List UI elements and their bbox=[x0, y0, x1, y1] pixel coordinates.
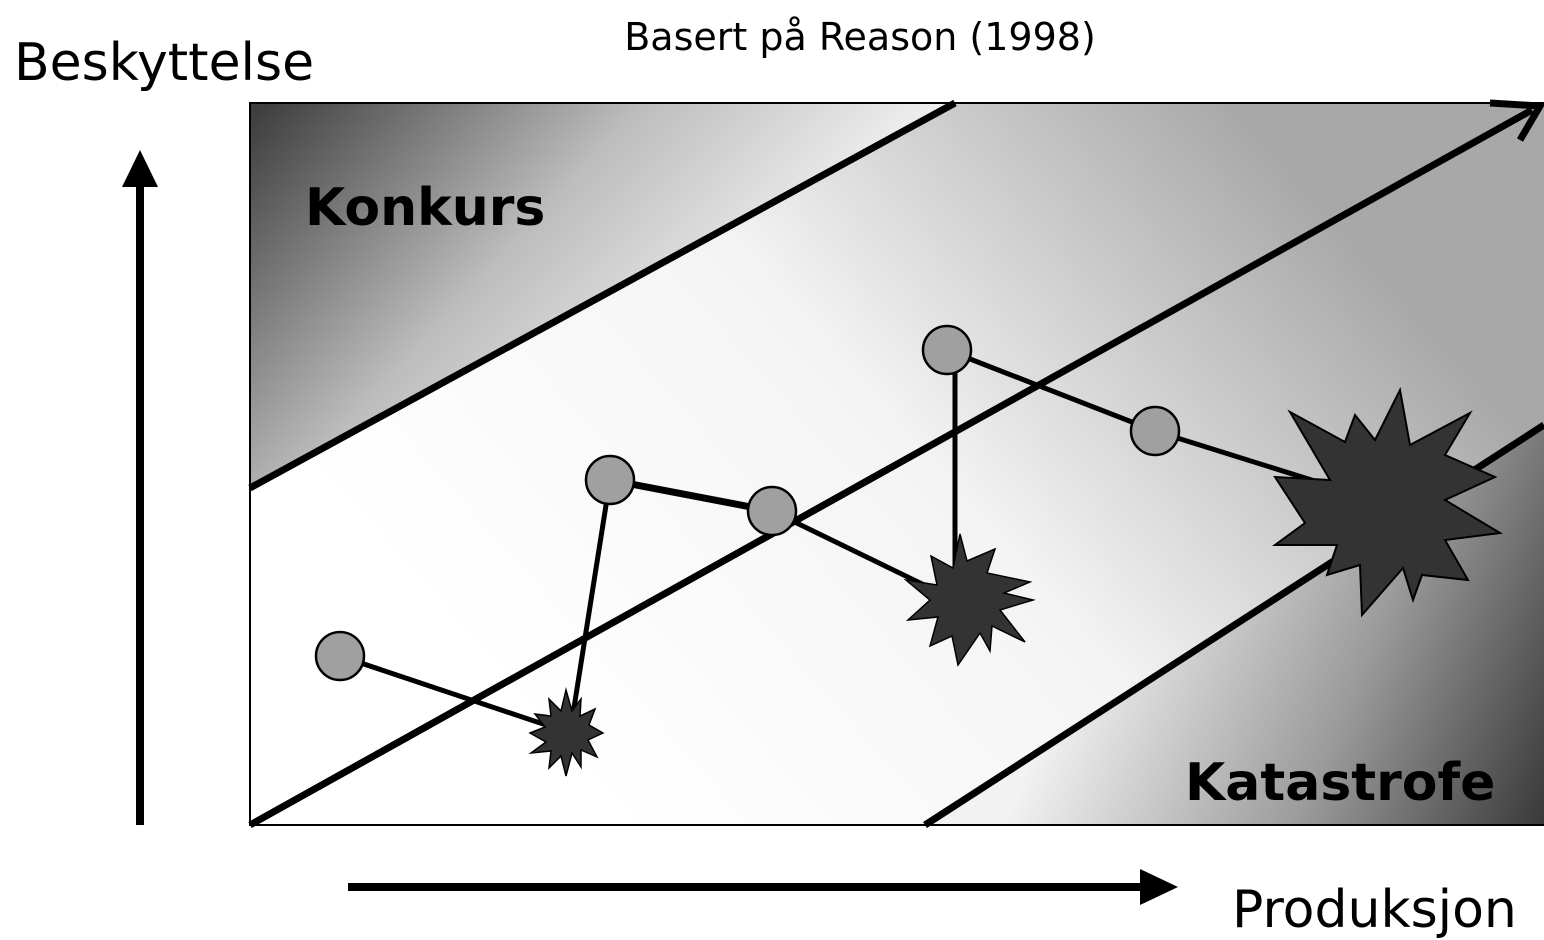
trajectory-node bbox=[584, 454, 636, 506]
katastrofe-label: Katastrofe bbox=[1185, 753, 1495, 813]
konkurs-boundary-line bbox=[248, 99, 957, 492]
parity-arrow bbox=[248, 99, 1544, 829]
trajectory-segment bbox=[609, 476, 773, 515]
trajectory-node bbox=[921, 324, 973, 376]
accident-burst-large bbox=[1271, 386, 1503, 618]
trajectory-segment bbox=[339, 653, 571, 736]
x-axis-label: Produksjon bbox=[1232, 880, 1517, 940]
accident-burst-small bbox=[528, 687, 605, 777]
trajectory-nodes bbox=[314, 324, 1181, 682]
konkurs-label: Konkurs bbox=[305, 178, 545, 238]
y-axis-arrow bbox=[122, 150, 158, 825]
source-text: Basert på Reason (1998) bbox=[624, 15, 1096, 59]
y-axis-label: Beskyttelse bbox=[14, 33, 314, 93]
trajectory-segment bbox=[567, 479, 613, 734]
trajectory-node bbox=[1129, 405, 1181, 457]
trajectory-node bbox=[314, 630, 366, 682]
trajectory-segment bbox=[946, 347, 1156, 434]
field-border bbox=[249, 102, 1544, 826]
trajectory-node bbox=[746, 485, 798, 537]
accident-burst-medium bbox=[903, 533, 1036, 667]
x-axis-arrow bbox=[348, 869, 1178, 905]
